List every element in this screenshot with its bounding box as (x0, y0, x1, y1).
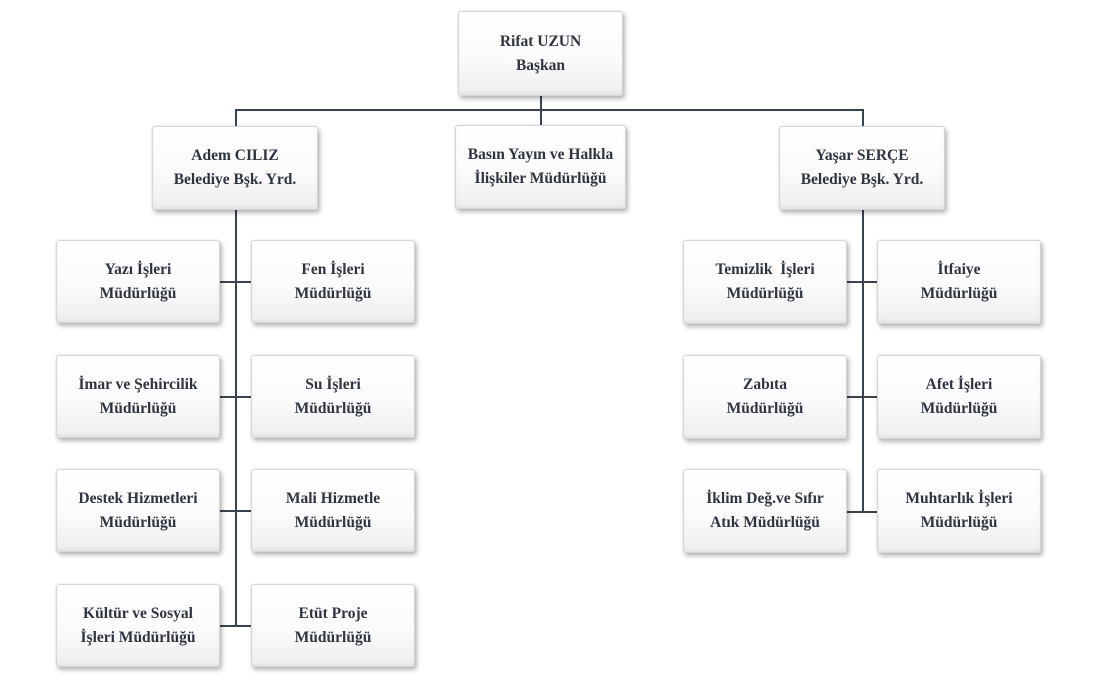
left-deputy-box: Adem CILIZ Belediye Bşk. Yrd. (152, 126, 318, 210)
connector-right-row-2 (847, 396, 878, 398)
unit-line-2: İşleri Müdürlüğü (80, 628, 196, 646)
unit-line-2: Müdürlüğü (294, 399, 372, 417)
unit-box: Etüt Proje Müdürlüğü (251, 584, 415, 667)
unit-line-2: Müdürlüğü (294, 284, 372, 302)
unit-line-1: Fen İşleri (301, 260, 365, 278)
unit-box: Afet İşleri Müdürlüğü (877, 355, 1041, 439)
unit-line-2: Atık Müdürlüğü (710, 514, 820, 531)
unit-line-2: Müdürlüğü (99, 284, 177, 302)
president-box: Rifat UZUN Başkan (458, 11, 623, 96)
unit-box: Temizlik İşleri Müdürlüğü (683, 240, 847, 324)
connector-to-right-deputy (862, 109, 864, 126)
unit-box: Yazı İşleri Müdürlüğü (56, 240, 220, 323)
unit-line-1: Afet İşleri (925, 376, 993, 393)
unit-box: Fen İşleri Müdürlüğü (251, 240, 415, 323)
connector-left-row-3 (220, 510, 251, 512)
unit-box: Su İşleri Müdürlüğü (251, 355, 415, 438)
left-deputy-title: Belediye Bşk. Yrd. (173, 171, 297, 188)
unit-line-2: Müdürlüğü (294, 513, 372, 531)
left-deputy-name: Adem CILIZ (191, 147, 279, 164)
press-office-line-1: Basın Yayın ve Halkla (467, 146, 614, 163)
unit-box: Zabıta Müdürlüğü (683, 355, 847, 439)
unit-line-1: Destek Hizmetleri (78, 489, 198, 507)
connector-right-row-1 (847, 281, 878, 283)
unit-box: Muhtarlık İşleri Müdürlüğü (877, 469, 1041, 553)
unit-box: Destek Hizmetleri Müdürlüğü (56, 469, 220, 552)
unit-line-2: Müdürlüğü (920, 400, 998, 417)
unit-line-2: Müdürlüğü (99, 513, 177, 531)
connector-right-trunk (862, 210, 864, 512)
connector-left-row-2 (220, 396, 251, 398)
unit-line-1: Su İşleri (305, 375, 361, 393)
unit-line-2: Müdürlüğü (726, 400, 804, 417)
unit-line-1: Kültür ve Sosyal (83, 604, 193, 622)
unit-line-2: Müdürlüğü (920, 285, 998, 302)
connector-to-left-deputy (235, 109, 237, 126)
connector-left-row-1 (220, 281, 251, 283)
connector-president-down (540, 96, 542, 110)
unit-line-1: Yazı İşleri (104, 260, 172, 278)
connector-top-bus (235, 109, 863, 111)
unit-line-1: Mali Hizmetle (285, 489, 381, 507)
unit-line-1: İmar ve Şehircilik (78, 375, 198, 393)
right-deputy-box: Yaşar SERÇE Belediye Bşk. Yrd. (779, 126, 945, 210)
unit-line-2: Müdürlüğü (99, 399, 177, 417)
president-name: Rifat UZUN (499, 32, 582, 50)
unit-box: Kültür ve Sosyal İşleri Müdürlüğü (56, 584, 220, 667)
unit-line-2: Müdürlüğü (920, 514, 998, 531)
connector-to-press-office (540, 109, 542, 125)
connector-right-row-3 (847, 511, 878, 513)
unit-line-1: İklim Değ.ve Sıfır (706, 490, 824, 507)
unit-line-1: Temizlik İşleri (715, 261, 815, 278)
unit-line-1: Etüt Proje (298, 604, 368, 622)
unit-box: İmar ve Şehircilik Müdürlüğü (56, 355, 220, 438)
right-deputy-title: Belediye Bşk. Yrd. (800, 171, 924, 188)
president-title: Başkan (515, 56, 566, 74)
press-office-box: Basın Yayın ve Halkla İlişkiler Müdürlüğ… (455, 125, 626, 209)
unit-line-1: Zabıta (743, 376, 787, 393)
right-deputy-name: Yaşar SERÇE (815, 147, 909, 164)
unit-line-1: İtfaiye (937, 261, 981, 278)
unit-line-1: Muhtarlık İşleri (905, 490, 1013, 507)
unit-line-2: Müdürlüğü (294, 628, 372, 646)
press-office-line-2: İlişkiler Müdürlüğü (474, 170, 607, 187)
connector-left-trunk (235, 210, 237, 626)
unit-line-2: Müdürlüğü (726, 285, 804, 302)
connector-left-row-4 (220, 625, 251, 627)
unit-box: İtfaiye Müdürlüğü (877, 240, 1041, 324)
unit-box: Mali Hizmetle Müdürlüğü (251, 469, 415, 552)
unit-box: İklim Değ.ve Sıfır Atık Müdürlüğü (683, 469, 847, 553)
